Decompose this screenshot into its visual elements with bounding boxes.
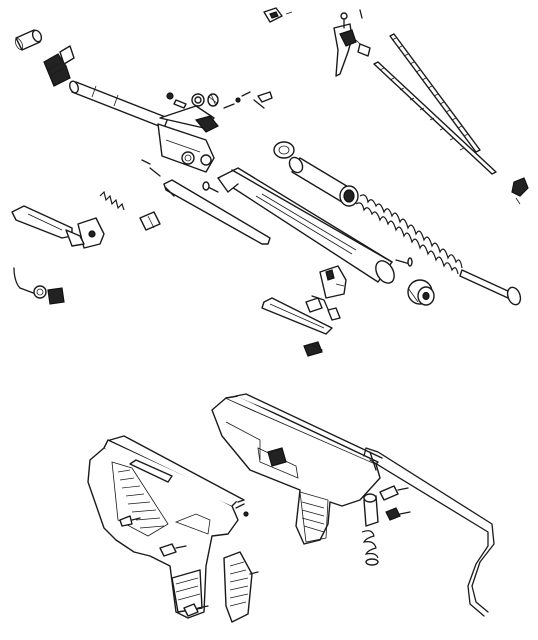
- piston-seal-washer: [273, 141, 295, 159]
- detent-spring: [99, 190, 125, 211]
- barrel: [69, 80, 169, 129]
- cocking-lever: [11, 205, 105, 249]
- rear-sight-assembly: [166, 92, 219, 109]
- front-sight-block: [43, 45, 75, 87]
- cocking-link: [163, 179, 271, 245]
- sear-pin-and-screw: [303, 341, 323, 357]
- breech-block: [157, 105, 219, 173]
- end-plug: [407, 279, 435, 306]
- mainspring: [355, 194, 463, 275]
- safety-slide: [311, 295, 341, 321]
- latch-block: [319, 265, 347, 299]
- small-block-pin: [139, 211, 161, 231]
- mainspring-guide-rod-short: [373, 61, 497, 175]
- small-screws-and-pins: [141, 7, 293, 193]
- left-grip-frame: [87, 435, 245, 619]
- frame-screws: [119, 485, 411, 617]
- right-frame-half: [211, 393, 383, 545]
- spring-guide-with-end-cap: [459, 269, 522, 306]
- trigger-guard-insert: [261, 297, 333, 335]
- buffer-and-spring: [361, 493, 379, 566]
- loading-tap-lever: [13, 267, 65, 305]
- piston: [288, 156, 359, 207]
- compression-tube: [217, 167, 413, 284]
- front-sight-cap: [14, 29, 43, 51]
- mainspring-guide-rod-long: [389, 33, 481, 153]
- stock-wire-rod: [363, 447, 495, 617]
- trigger-sear-assembly: [511, 177, 529, 205]
- left-grip-panel: [223, 551, 253, 623]
- trigger-sear-assembly: [333, 9, 371, 77]
